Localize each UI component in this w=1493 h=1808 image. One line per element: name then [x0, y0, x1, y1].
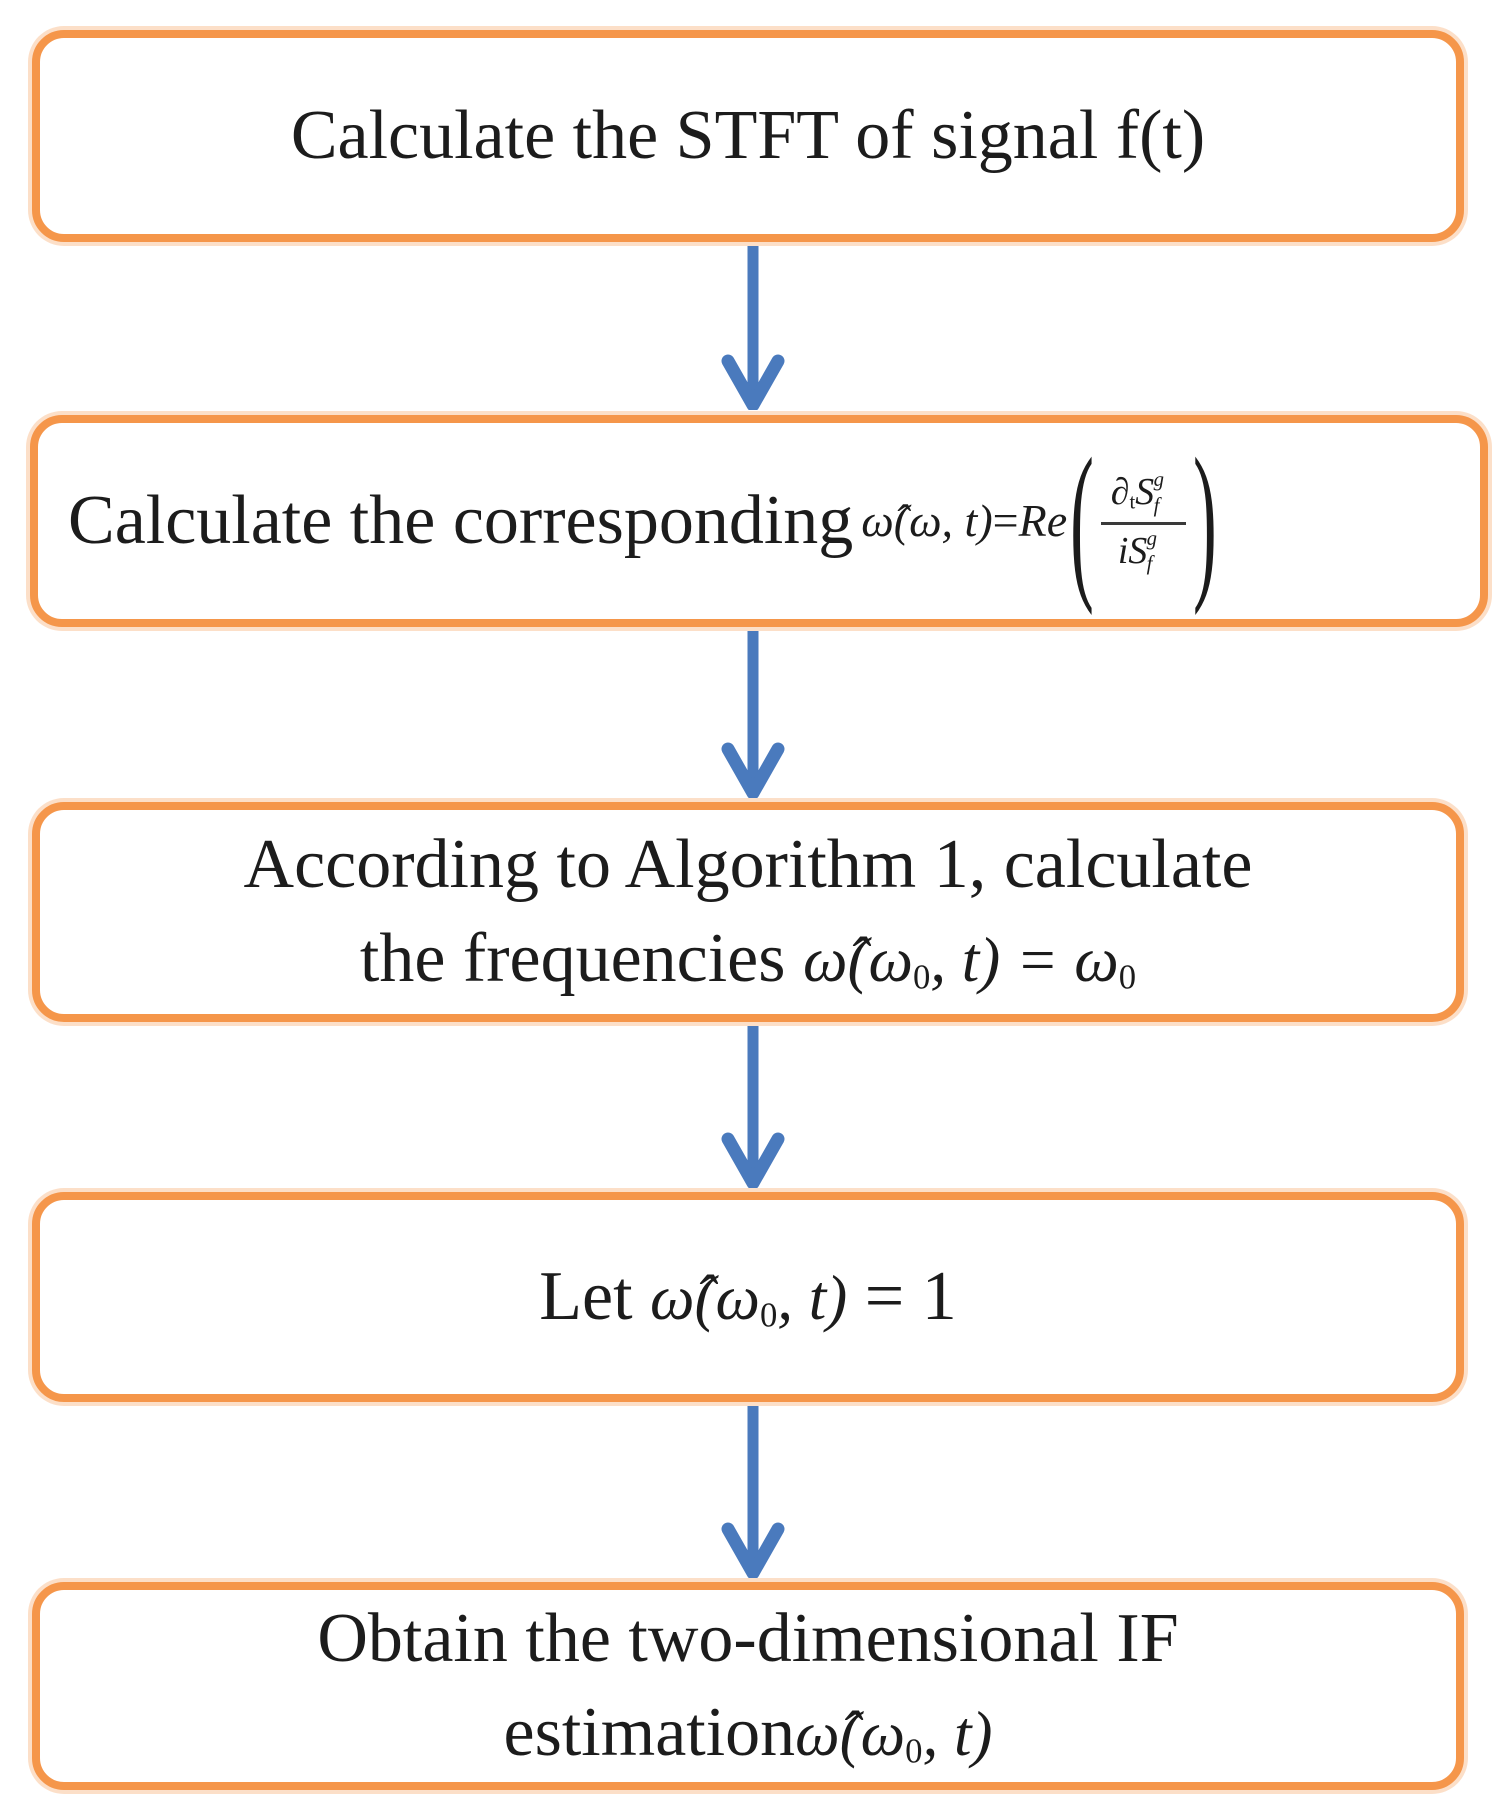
left-paren: ( — [1070, 423, 1094, 618]
right-paren: ) — [1193, 423, 1217, 618]
partial-subscript-t: t — [1129, 491, 1136, 514]
flow-box-step-5: Obtain the two-dimensional IF estimation… — [32, 1582, 1464, 1790]
step-5-line-2: estimationω̂(ω0, t) — [504, 1686, 993, 1781]
step-3-line-2-label: the frequencies — [359, 920, 803, 997]
flow-box-step-4: Let ω̂(ω0, t) = 1 — [32, 1192, 1464, 1402]
subscript-f: f — [1153, 494, 1160, 517]
step-3-line-1: According to Algorithm 1, calculate — [243, 825, 1253, 903]
formula-lhs-omega-hat: ω̂(ω, t) — [861, 495, 993, 546]
subscript-f: f — [1146, 553, 1153, 576]
flow-box-step-1: Calculate the STFT of signal f(t) — [32, 30, 1464, 242]
step-4-label: Let — [539, 1257, 651, 1335]
step-4-tail: = 1 — [847, 1257, 957, 1335]
formula-re-operator: Re — [1018, 495, 1068, 546]
arrow-head — [721, 1522, 785, 1578]
flow-box-step-2: Calculate the corresponding ω̂(ω, t) = R… — [30, 415, 1488, 627]
step-5-math: ω̂(ω0, t) — [795, 1699, 993, 1771]
step-5-line-1: Obtain the two-dimensional IF — [317, 1599, 1179, 1677]
step-3-math: ω̂(ω0, t) = ω0 — [803, 925, 1137, 997]
flow-box-step-3: According to Algorithm 1, calculate the … — [32, 802, 1464, 1022]
step-5-line-2-label: estimation — [503, 1694, 796, 1771]
step-4-text: Let ω̂(ω0, t) = 1 — [539, 1250, 957, 1345]
omega-subscript-0: 0 — [1118, 958, 1137, 997]
superscript-g: g — [1146, 527, 1157, 550]
flow-arrow-3 — [721, 1026, 785, 1188]
imaginary-i: i — [1117, 529, 1129, 572]
flow-arrow-2 — [721, 631, 785, 798]
arrow-head — [721, 742, 785, 798]
step-1-text: Calculate the STFT of signal f(t) — [290, 96, 1206, 174]
step-3-line-2: the frequencies ω̂(ω0, t) = ω0 — [360, 912, 1136, 1007]
superscript-g: g — [1153, 469, 1164, 492]
omega-subscript-0: 0 — [912, 958, 931, 997]
omega-subscript-0: 0 — [759, 1296, 778, 1335]
arrow-head — [721, 1132, 785, 1188]
arrow-head — [721, 354, 785, 410]
step-4-math: ω̂(ω0, t) — [650, 1262, 848, 1335]
omega-subscript-0: 0 — [905, 1732, 923, 1771]
formula-equals: = — [992, 495, 1019, 546]
partial-symbol: ∂ — [1110, 471, 1130, 514]
flow-arrow-1 — [721, 246, 785, 410]
step-2-label: Calculate the corresponding — [68, 481, 854, 559]
flow-arrow-4 — [721, 1406, 785, 1578]
step-2-content: Calculate the corresponding ω̂(ω, t) = R… — [38, 433, 1480, 608]
